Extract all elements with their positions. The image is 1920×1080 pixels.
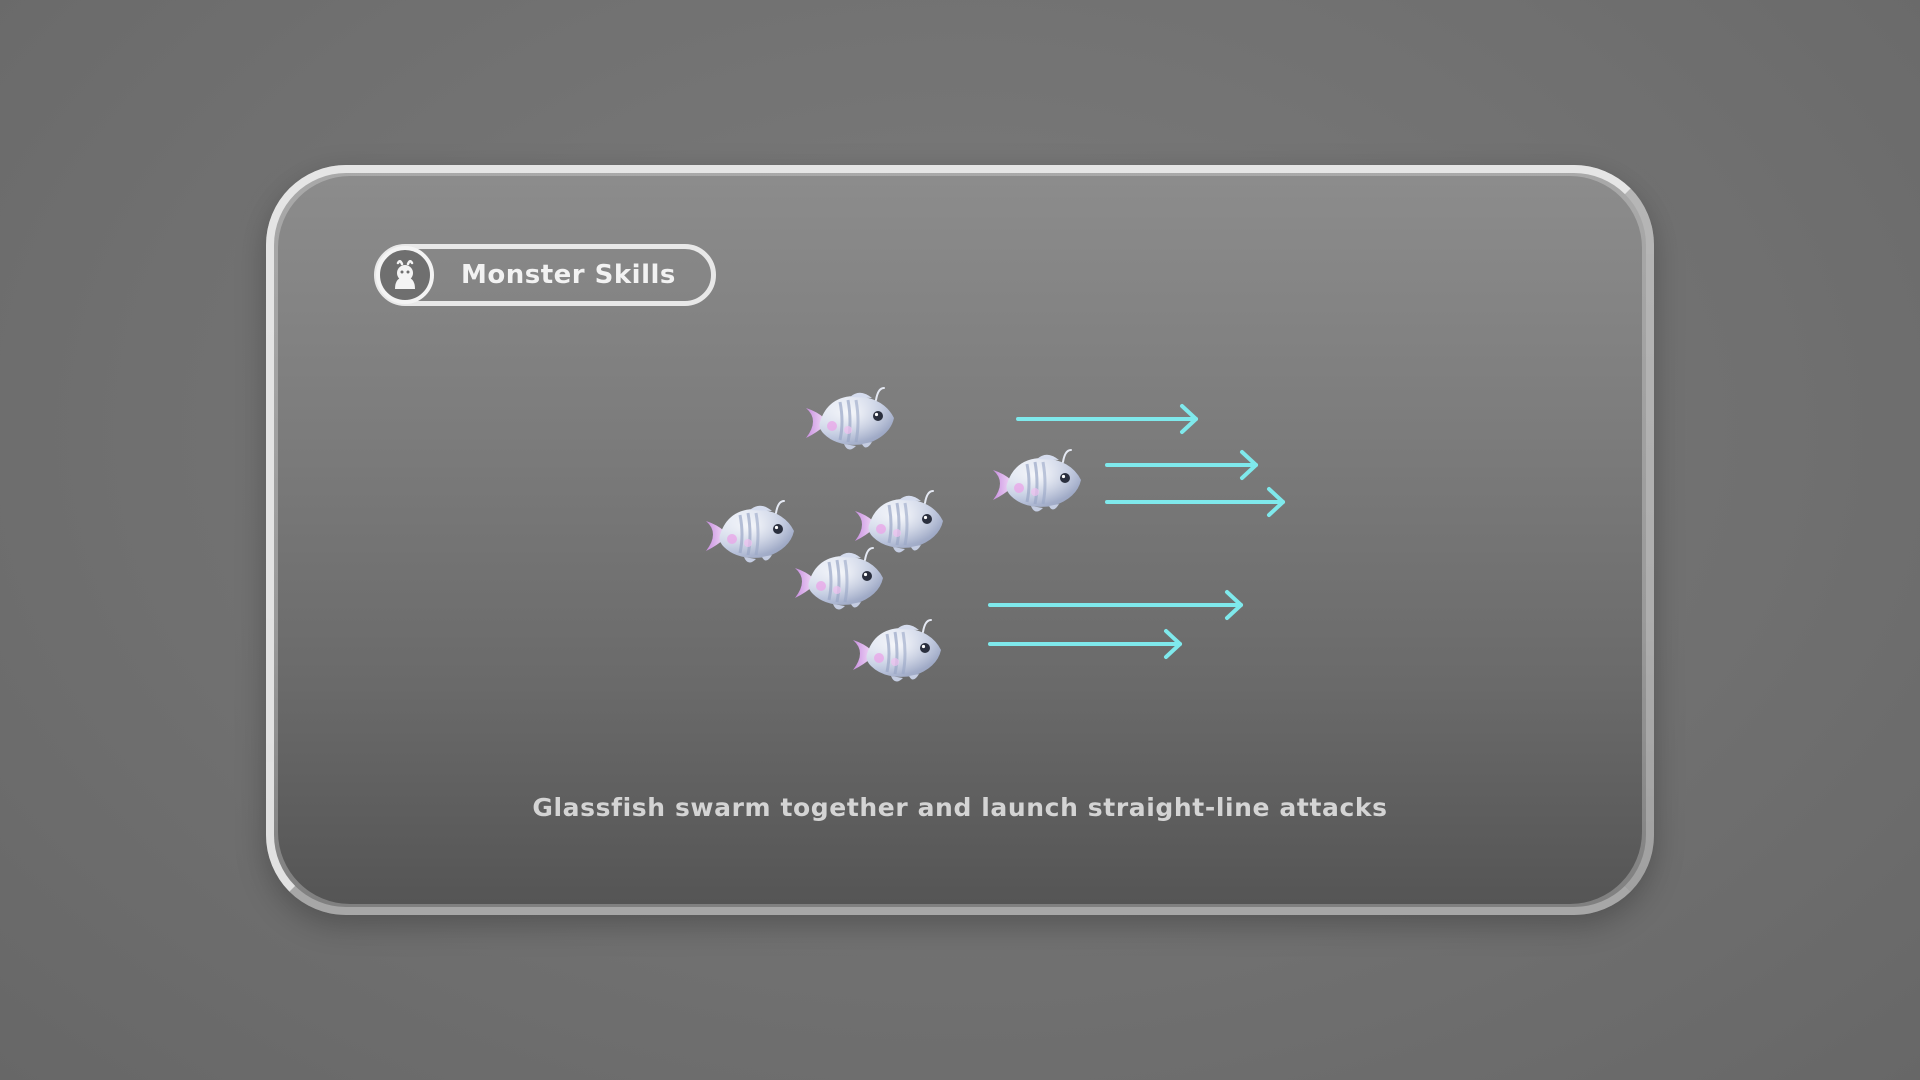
attack-arrow-2 <box>1105 450 1258 480</box>
glassfish-3 <box>853 489 945 555</box>
attack-arrow-5 <box>988 629 1182 659</box>
monster-avatar-icon <box>376 246 434 304</box>
glassfish-6 <box>991 448 1083 514</box>
skill-description: Glassfish swarm together and launch stra… <box>532 793 1388 822</box>
attack-arrow-3 <box>1105 487 1285 517</box>
glassfish-1 <box>804 386 896 452</box>
attack-arrow-1 <box>1016 404 1198 434</box>
monster-skills-badge: Monster Skills <box>374 244 716 306</box>
attack-arrow-4 <box>988 590 1243 620</box>
glassfish-4 <box>793 546 885 612</box>
panel-title: Monster Skills <box>461 260 676 290</box>
glassfish-2 <box>704 499 796 565</box>
skill-card <box>278 176 1642 904</box>
glassfish-5 <box>851 618 943 684</box>
